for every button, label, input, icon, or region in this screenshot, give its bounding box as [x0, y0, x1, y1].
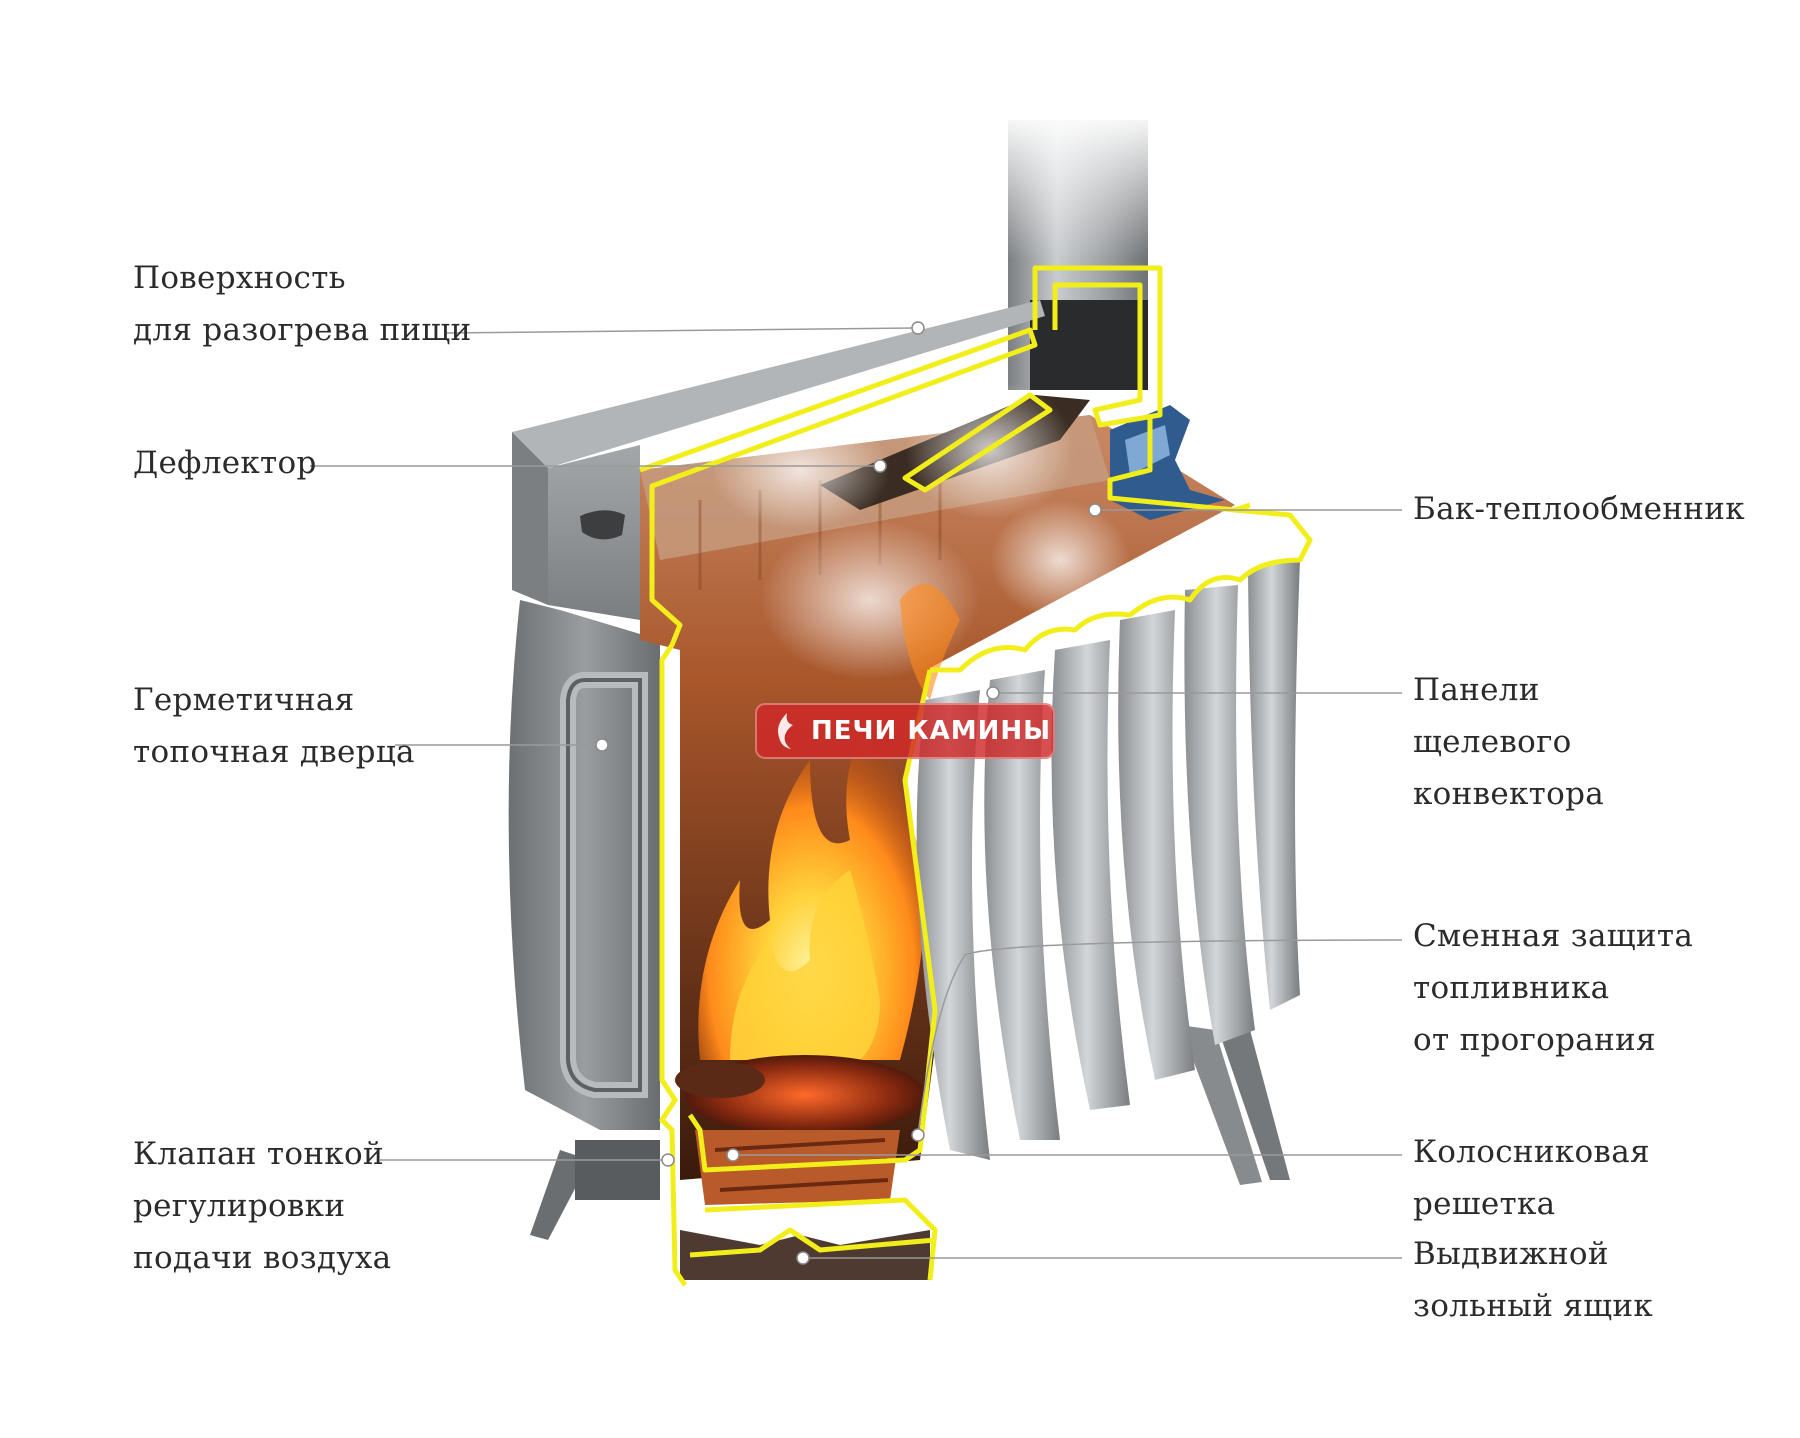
callout-dot-valve: [661, 1153, 675, 1167]
label-tank: Бак-теплообменник: [1413, 483, 1745, 535]
leader-lines: [310, 327, 1403, 1259]
callout-dot-grate: [726, 1148, 740, 1162]
label-panels-line-3: конвектора: [1413, 776, 1605, 812]
label-grate-line-1: Колосниковая: [1413, 1134, 1650, 1170]
label-ashbox-line-2: зольный ящик: [1413, 1288, 1654, 1324]
label-tank-line-1: Бак-теплообменник: [1413, 491, 1745, 527]
label-door: Герметичная топочная дверца: [133, 674, 415, 778]
callout-dot-door: [595, 738, 609, 752]
watermark-badge: ПЕЧИ КАМИНЫ: [755, 703, 1055, 759]
flame-logo-icon: [778, 713, 793, 749]
watermark-text: ПЕЧИ КАМИНЫ: [811, 716, 1052, 746]
leader-line-surface: [444, 327, 916, 334]
label-protection-line-3: от прогорания: [1413, 1022, 1656, 1058]
label-grate-line-2: решетка: [1413, 1186, 1556, 1222]
top-housing: [512, 300, 1045, 620]
label-panels-line-1: Панели: [1413, 672, 1540, 708]
label-protection-line-2: топливника: [1413, 970, 1610, 1006]
cut-section-outline: [639, 265, 1313, 1287]
callout-dots: [595, 321, 1102, 1265]
smoke: [710, 380, 1130, 680]
embers: [675, 1055, 925, 1135]
label-protection: Сменная защита топливника от прогорания: [1413, 910, 1693, 1066]
label-grate: Колосниковая решетка: [1413, 1126, 1650, 1230]
label-valve-line-2: регулировки: [133, 1188, 346, 1224]
label-panels: Панели щелевого конвектора: [1413, 664, 1604, 820]
label-surface-line-1: Поверхность: [133, 260, 346, 296]
label-valve-line-1: Клапан тонкой: [133, 1136, 384, 1172]
callout-dot-panels: [986, 686, 1000, 700]
label-surface-line-2: для разогрева пищи: [133, 312, 472, 348]
label-panels-line-2: щелевого: [1413, 724, 1572, 760]
flames: [698, 584, 960, 1060]
callout-dot-deflector: [873, 459, 887, 473]
callout-dot-surface: [911, 321, 925, 335]
label-deflector-line-1: Дефлектор: [133, 445, 317, 481]
label-valve-line-3: подачи воздуха: [133, 1240, 392, 1276]
label-door-line-1: Герметичная: [133, 682, 355, 718]
label-deflector: Дефлектор: [133, 437, 317, 489]
label-ashbox: Выдвижной зольный ящик: [1413, 1228, 1653, 1332]
leader-line-protection: [917, 939, 1403, 1136]
callout-dot-tank: [1088, 503, 1102, 517]
label-ashbox-line-1: Выдвижной: [1413, 1236, 1609, 1272]
label-valve: Клапан тонкой регулировки подачи воздуха: [133, 1128, 391, 1284]
callout-dot-protection: [911, 1128, 925, 1142]
label-surface: Поверхность для разогрева пищи: [133, 252, 472, 356]
convector-panels: [916, 560, 1300, 1160]
callout-dot-ashbox: [796, 1251, 810, 1265]
label-protection-line-1: Сменная защита: [1413, 918, 1694, 954]
label-door-line-2: топочная дверца: [133, 734, 415, 770]
door-body: [508, 600, 660, 1200]
